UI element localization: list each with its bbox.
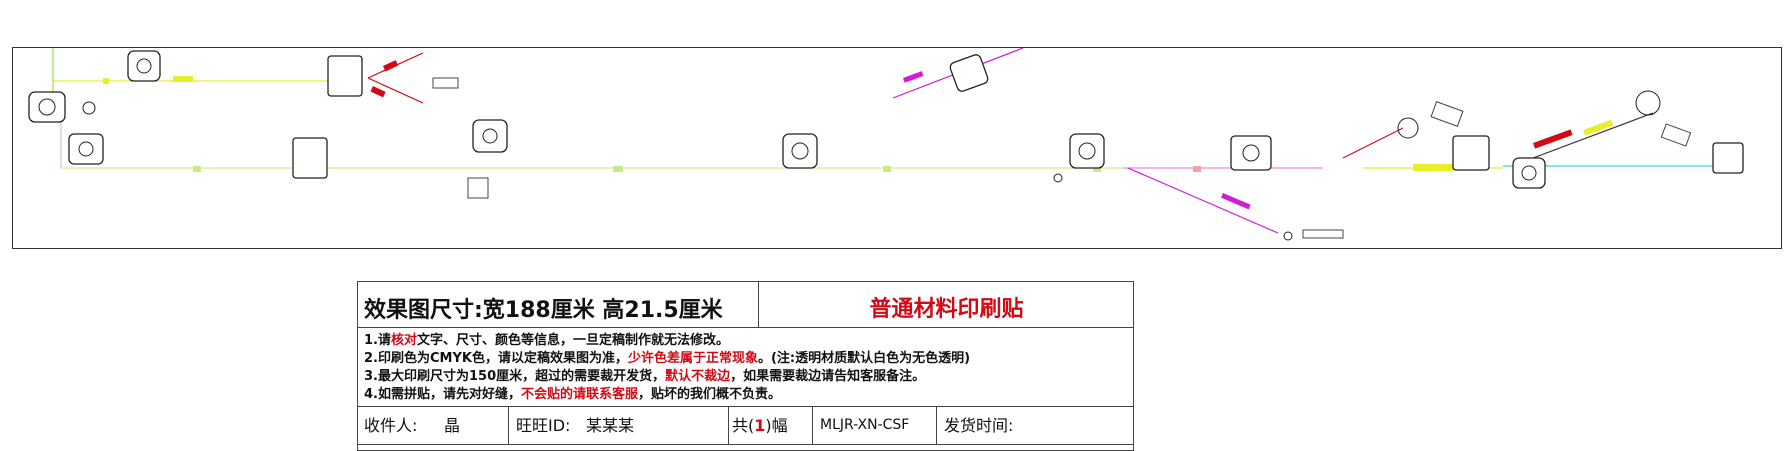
divider [508, 407, 509, 444]
note-text: 。(注:透明材质默认白色为无色透明) [757, 351, 971, 366]
note-text: 2.印刷色为CMYK色，请以定稿效果图为准， [364, 351, 628, 366]
material-label: 普通材料印刷贴 [869, 297, 1024, 322]
divider [936, 407, 937, 444]
connector-11 [1512, 157, 1546, 189]
connector-9 [1230, 135, 1272, 171]
note-text: ，如果需要裁边请告知客服备注。 [730, 369, 926, 384]
spec-header-row: 效果图尺寸:宽188厘米 高21.5厘米 普通材料印刷贴 [358, 282, 1133, 328]
product-code: MLJR-XN-CSF [820, 417, 910, 433]
connector-3 [68, 133, 104, 165]
notes-list: 1.请核对文字、尺寸、颜色等信息，一旦定稿制作就无法修改。2.印刷色为CMYK色… [364, 332, 970, 404]
size-label: 效果图尺寸:宽188厘米 高21.5厘米 [364, 298, 723, 323]
receiver-label: 收件人: [364, 416, 418, 435]
note-highlight: 少许色差属于正常现象 [627, 351, 758, 366]
wire-dark-right [1532, 112, 1654, 159]
connector-1 [28, 91, 66, 123]
wiring-diagram-svg [28, 48, 1744, 241]
connector-12 [1712, 142, 1744, 174]
note-text: 1.请 [364, 333, 391, 348]
spec-sheet: 效果图尺寸:宽188厘米 高21.5厘米 普通材料印刷贴 1.请核对文字、尺寸、… [357, 281, 1134, 451]
count-prefix: 共( [732, 416, 755, 435]
note-highlight: 默认不裁边 [665, 369, 731, 384]
note-highlight: 核对 [390, 333, 417, 348]
connector-6 [472, 119, 508, 153]
note-text: 3.最大印刷尺寸为150厘米，超过的需要裁开发货， [364, 369, 666, 384]
connector-2 [127, 50, 161, 82]
note-line: 2.印刷色为CMYK色，请以定稿效果图为准，少许色差属于正常现象。(注:透明材质… [364, 350, 970, 368]
note-text: 文字、尺寸、颜色等信息，一旦定稿制作就无法修改。 [417, 333, 730, 348]
wangwang-label: 旺旺ID: [516, 416, 571, 435]
note-text: 4.如需拼贴，请先对好缝， [364, 387, 521, 402]
connector-10 [1452, 135, 1490, 171]
wire-red-branch-2 [367, 77, 424, 104]
count-suffix: )幅 [765, 416, 788, 435]
divider [758, 282, 759, 327]
wangwang-value: 某某某 [586, 416, 635, 435]
connector-7 [782, 133, 818, 169]
connector-5 [292, 137, 328, 179]
divider [812, 407, 813, 444]
ship-time-label: 发货时间: [944, 416, 1014, 435]
note-line: 4.如需拼贴，请先对好缝，不会贴的请联系客服，贴坏的我们概不负责。 [364, 386, 970, 404]
divider [728, 407, 729, 444]
wire-magenta-diag [1127, 167, 1279, 234]
info-row: 收件人: 晶 旺旺ID: 某某某 共(1)幅 MLJR-XN-CSF 发货时间: [358, 406, 1133, 445]
wire-red-right [1342, 127, 1404, 159]
connector-8 [1069, 133, 1105, 169]
note-text: ，贴坏的我们概不负责。 [638, 387, 782, 402]
count-value: 1 [754, 416, 766, 435]
receiver-value: 晶 [444, 416, 461, 435]
connector-13 [949, 54, 989, 92]
sheet-count: 共(1)幅 [732, 407, 788, 444]
connector-4 [327, 55, 363, 97]
note-highlight: 不会贴的请联系客服 [520, 387, 638, 402]
wiring-diagram [12, 47, 1782, 249]
note-line: 1.请核对文字、尺寸、颜色等信息，一旦定稿制作就无法修改。 [364, 332, 970, 350]
note-line: 3.最大印刷尺寸为150厘米，超过的需要裁开发货，默认不裁边，如果需要裁边请告知… [364, 368, 970, 386]
